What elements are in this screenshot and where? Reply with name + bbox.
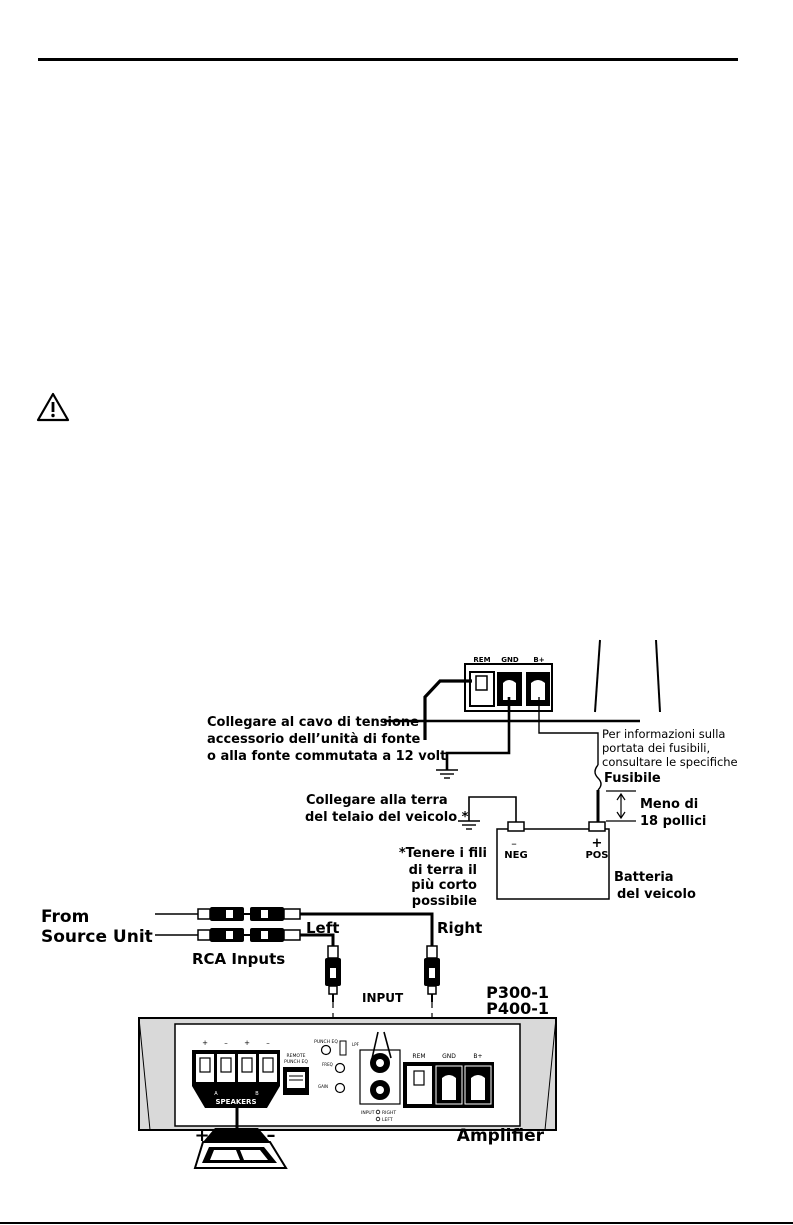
amplifier-label: Amplifier <box>457 1126 545 1146</box>
note-label-1: *Tenere i fili <box>399 846 487 861</box>
neg-sign: – <box>511 837 517 850</box>
svg-text:GND: GND <box>442 1053 456 1060</box>
neg-label: NEG <box>504 850 527 861</box>
fuse-label: Fusibile <box>604 771 661 786</box>
rca-plug-pair-bottom <box>197 928 301 942</box>
input-callout <box>370 1031 392 1064</box>
ground-symbol <box>436 769 458 779</box>
svg-text:+: + <box>202 1039 208 1047</box>
from-source-label-2: Source Unit <box>41 927 153 947</box>
battery-label-1: Batteria <box>614 870 674 885</box>
svg-text:–: – <box>224 1039 228 1047</box>
chassis-ground-symbol <box>458 820 480 830</box>
footer-rule <box>0 1222 793 1224</box>
svg-text:LPF: LPF <box>352 1042 360 1047</box>
svg-text:PUNCH EQ: PUNCH EQ <box>314 1039 338 1045</box>
vehicle-panel-edge <box>594 639 661 713</box>
svg-text:–: – <box>266 1039 270 1047</box>
model-label-2: P400-1 <box>486 999 549 1018</box>
input-label: INPUT <box>362 991 404 1005</box>
ground-label-2: del telaio del veicolo * <box>305 810 469 825</box>
rca-plug-left <box>325 945 341 1002</box>
rca-cables <box>155 907 440 1041</box>
subwoofer: + – <box>193 1108 288 1169</box>
distance-label-1: Meno di <box>640 797 698 812</box>
fuse-info-2: portata dei fusibili, <box>602 741 710 755</box>
svg-text:LEFT: LEFT <box>382 1117 393 1123</box>
svg-text:A: A <box>214 1091 218 1097</box>
diagram-labels: Collegare al cavo di tensione accessorio… <box>41 715 738 1146</box>
from-source-label-1: From <box>41 907 89 927</box>
accessory-label-3: o alla fonte commutata a 12 volt <box>207 749 446 764</box>
amplifier: + – + – A B SPEAKERS REMOTE PUNCH EQ PUN… <box>138 1017 557 1131</box>
note-label-4: possibile <box>412 894 477 909</box>
header-rule <box>38 58 738 61</box>
svg-text:GAIN: GAIN <box>318 1084 328 1089</box>
sub-plus: + <box>194 1125 209 1146</box>
left-label: Left <box>306 919 339 937</box>
svg-text:B+: B+ <box>473 1053 482 1060</box>
distance-marker <box>606 790 636 822</box>
ground-label-1: Collegare alla terra <box>306 793 448 808</box>
speakers-label: SPEAKERS <box>215 1098 256 1106</box>
warning-icon <box>36 392 70 422</box>
svg-text:RIGHT: RIGHT <box>382 1110 396 1116</box>
power-wires <box>384 679 640 823</box>
accessory-label-1: Collegare al cavo di tensione <box>207 715 419 730</box>
fuse-info-3: consultare le specifiche <box>602 755 738 769</box>
svg-text:PUNCH EQ: PUNCH EQ <box>284 1059 308 1065</box>
svg-text:REMOTE: REMOTE <box>287 1053 306 1059</box>
sub-minus: – <box>267 1125 276 1146</box>
accessory-label-2: accessorio dell’unità di fonte <box>207 732 421 747</box>
amp-power-terminal-block: REM GND B+ <box>403 1053 494 1108</box>
speaker-terminal-block: + – + – A B SPEAKERS <box>192 1039 280 1108</box>
rem-terminal-label: REM <box>473 656 490 664</box>
remote-punch-eq-port: REMOTE PUNCH EQ <box>283 1053 309 1095</box>
svg-text:FREQ: FREQ <box>322 1062 333 1067</box>
gnd-terminal-label: GND <box>501 656 519 664</box>
svg-text:+: + <box>244 1039 250 1047</box>
fuse-info-1: Per informazioni sulla <box>602 727 725 741</box>
battery-label-2: del veicolo <box>617 887 696 902</box>
note-label-2: di terra il <box>409 863 477 878</box>
rca-plug-right <box>424 945 440 1002</box>
pos-label: POS <box>585 850 608 861</box>
svg-text:REM: REM <box>412 1053 425 1060</box>
distance-label-2: 18 pollici <box>640 814 706 829</box>
pos-sign: + <box>592 836 603 851</box>
model-label-1: P300-1 <box>486 983 549 1002</box>
right-label: Right <box>437 919 482 937</box>
rca-input-jacks: INPUT RIGHT LEFT <box>359 1049 401 1123</box>
rca-inputs-label: RCA Inputs <box>192 950 285 968</box>
bplus-terminal-label: B+ <box>533 656 544 664</box>
control-knobs: PUNCH EQ LPF FREQ GAIN <box>314 1039 360 1094</box>
svg-text:INPUT: INPUT <box>361 1110 375 1116</box>
rca-plug-pair-top <box>197 907 301 921</box>
vehicle-battery: – + NEG POS <box>496 821 610 900</box>
svg-text:B: B <box>255 1091 259 1097</box>
note-label-3: più corto <box>411 878 477 893</box>
